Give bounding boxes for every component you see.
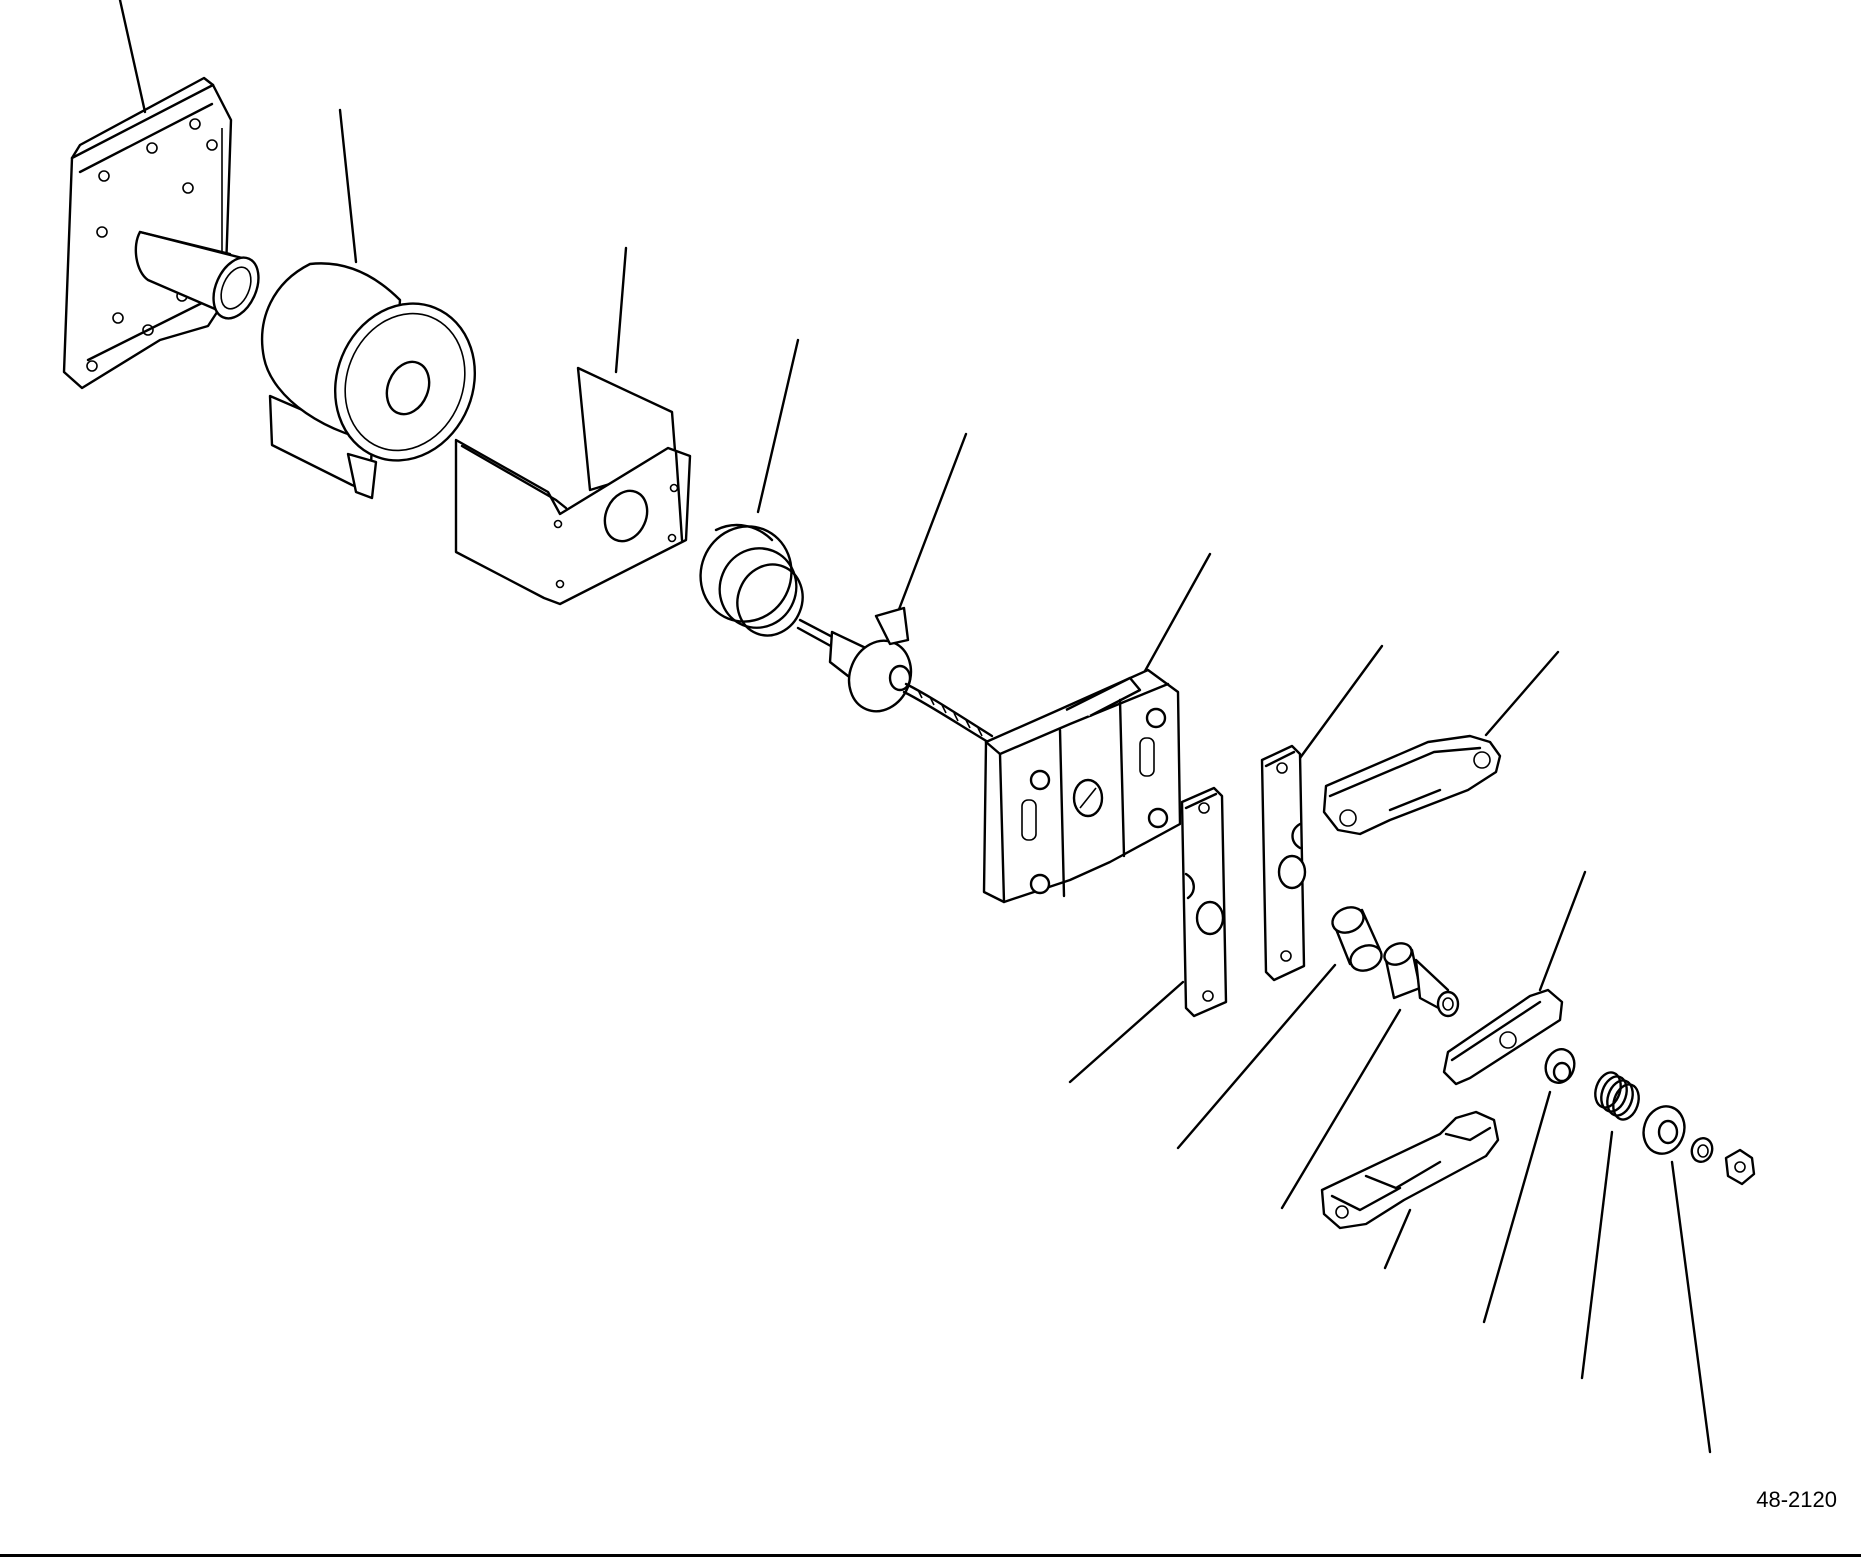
compression-spring bbox=[1594, 1071, 1640, 1121]
leader-line-switch-block bbox=[1138, 552, 1212, 682]
plunger bbox=[796, 606, 994, 744]
mounting-plate bbox=[62, 76, 260, 390]
cam-plate bbox=[1442, 988, 1564, 1086]
coil-spring bbox=[699, 523, 804, 637]
leader-line-bushing bbox=[1176, 963, 1337, 1150]
leader-line-solenoid-coil bbox=[338, 108, 358, 264]
bottom-rule bbox=[0, 1554, 1861, 1557]
leader-line-coil-spring bbox=[756, 338, 800, 514]
solenoid-coil bbox=[260, 262, 477, 500]
leader-line-washer bbox=[1670, 1160, 1712, 1454]
spacer bbox=[1544, 1048, 1576, 1084]
leader-line-compression-spring bbox=[1580, 1130, 1614, 1380]
figure-number: 48-2120 bbox=[1756, 1487, 1837, 1512]
link-plate-front bbox=[1180, 786, 1228, 1018]
lower-lever bbox=[1320, 1110, 1500, 1230]
leader-lines bbox=[118, 0, 1712, 1454]
leader-line-link-plate-rear bbox=[1298, 644, 1384, 760]
leader-line-spacer bbox=[1482, 1090, 1552, 1324]
pin bbox=[1383, 942, 1460, 1018]
leader-line-lower-lever bbox=[1383, 1208, 1412, 1270]
upper-lever bbox=[1322, 734, 1502, 836]
leader-line-mounting-plate bbox=[118, 0, 147, 114]
bushing bbox=[1331, 906, 1383, 972]
washer bbox=[1642, 1105, 1686, 1155]
leader-line-cam-plate bbox=[1538, 870, 1587, 992]
leader-line-coil-bracket bbox=[614, 246, 628, 374]
leader-line-upper-lever bbox=[1484, 650, 1560, 737]
leader-line-plunger bbox=[896, 432, 968, 614]
coil-bracket bbox=[454, 366, 692, 606]
nut bbox=[1724, 1148, 1756, 1186]
lock-washer bbox=[1690, 1136, 1714, 1164]
switch-block bbox=[982, 668, 1182, 904]
link-plate-rear bbox=[1260, 744, 1307, 982]
leader-line-pin bbox=[1280, 1008, 1402, 1210]
leader-line-link-plate-front bbox=[1068, 980, 1185, 1084]
